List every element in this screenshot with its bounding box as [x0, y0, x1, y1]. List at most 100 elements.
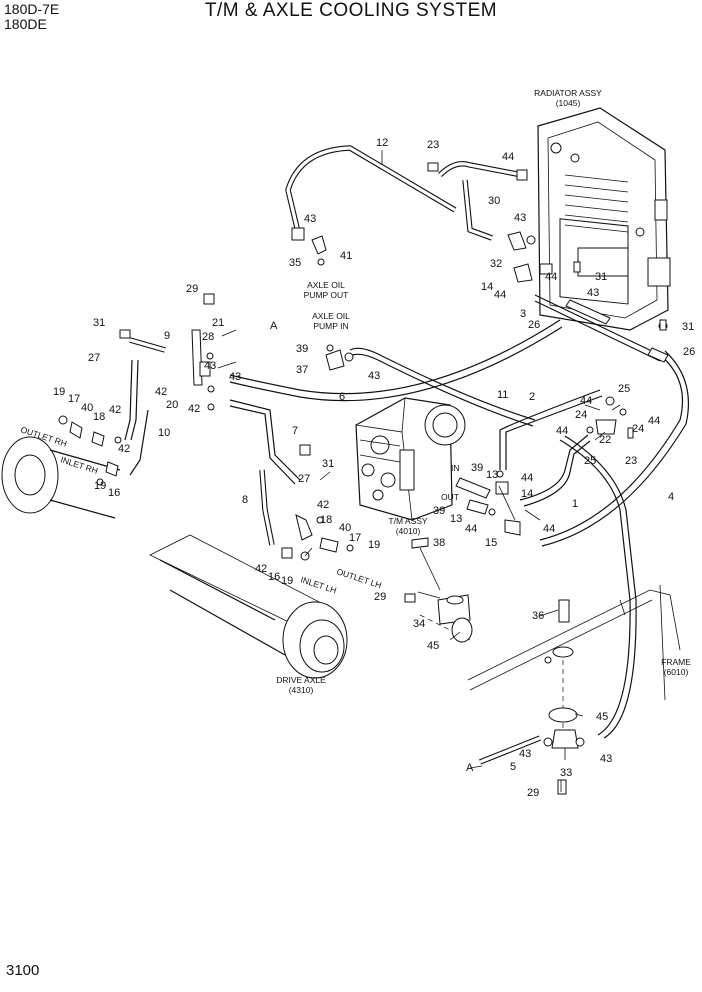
callout-24: 24	[632, 423, 644, 435]
callout-26: 26	[683, 346, 695, 358]
callout-18: 18	[93, 411, 105, 423]
callout-43: 43	[587, 287, 599, 299]
callout-3: 3	[520, 308, 526, 320]
callout-14: 14	[521, 488, 533, 500]
svg-text:INLET LH: INLET LH	[299, 574, 337, 595]
callout-24: 24	[575, 409, 587, 421]
callout-43: 43	[514, 212, 526, 224]
model-number-secondary: 180DE	[4, 16, 47, 32]
callout-10: 10	[158, 427, 170, 439]
callout-44: 44	[556, 425, 568, 437]
callout-31: 31	[93, 317, 105, 329]
leader-lines	[217, 150, 621, 792]
callout-41: 41	[340, 250, 352, 262]
ref-a-lower: A	[466, 762, 474, 774]
pipe-1	[519, 434, 591, 507]
fittings	[58, 162, 669, 795]
callout-44: 44	[580, 395, 592, 407]
callout-42: 42	[155, 386, 167, 398]
callout-44: 44	[648, 415, 660, 427]
callout-44: 44	[521, 472, 533, 484]
callout-19: 19	[281, 575, 293, 587]
drive-axle-caption-2: (4310)	[289, 685, 314, 695]
callout-44: 44	[494, 289, 506, 301]
pipe-6	[229, 319, 563, 402]
callout-8: 8	[242, 494, 248, 506]
callout-29: 29	[374, 591, 386, 603]
callout-43: 43	[600, 753, 612, 765]
callout-13: 13	[486, 469, 498, 481]
callout-43: 43	[204, 360, 216, 372]
callout-19: 19	[53, 386, 65, 398]
callout-42: 42	[109, 404, 121, 416]
callout-43: 43	[229, 371, 241, 383]
radiator-assy	[537, 107, 671, 331]
callout-42: 42	[118, 443, 130, 455]
callout-17: 17	[68, 393, 80, 405]
callout-43: 43	[519, 748, 531, 760]
hose-9-10	[124, 337, 166, 476]
callout-43: 43	[304, 213, 316, 225]
callout-6: 6	[339, 391, 345, 403]
callout-44: 44	[502, 151, 514, 163]
port-in-label: IN	[451, 463, 460, 473]
callout-43: 43	[368, 370, 380, 382]
hose-12	[285, 145, 457, 233]
callout-39: 39	[471, 462, 483, 474]
port-out-label: OUT	[441, 492, 459, 502]
callout-23: 23	[625, 455, 637, 467]
callout-36: 36	[532, 610, 544, 622]
callout-34: 34	[413, 618, 425, 630]
callout-37: 37	[296, 364, 308, 376]
model-number-primary: 180D-7E	[4, 1, 60, 17]
callouts: 12 23 44 30 43 43 35 41 32 44 31 14 44 4…	[53, 137, 695, 799]
callout-45: 45	[596, 711, 608, 723]
callout-11: 11	[497, 389, 508, 401]
callout-4: 4	[668, 491, 674, 503]
drive-axle-caption-1: DRIVE AXLE	[276, 675, 326, 685]
svg-text:INLET RH: INLET RH	[59, 454, 99, 475]
callout-42: 42	[188, 403, 200, 415]
callout-27: 27	[298, 473, 310, 485]
tm-assy-caption-2: (4010)	[396, 526, 421, 536]
callout-31: 31	[682, 321, 694, 333]
callout-7: 7	[292, 425, 298, 437]
captions: RADIATOR ASSY (1045) AXLE OIL PUMP OUT A…	[270, 88, 691, 774]
hose-30	[438, 161, 523, 241]
drive-axle: OUTLET RH INLET RH INLET LH OUTLET LH	[1, 424, 383, 679]
radiator-caption-1: RADIATOR ASSY	[534, 88, 602, 98]
callout-29: 29	[527, 787, 539, 799]
callout-27: 27	[88, 352, 100, 364]
callout-21: 21	[212, 317, 224, 329]
callout-40: 40	[339, 522, 351, 534]
callout-42: 42	[255, 563, 267, 575]
callout-44: 44	[545, 271, 557, 283]
callout-17: 17	[349, 532, 361, 544]
callout-15: 15	[485, 537, 497, 549]
callout-39: 39	[433, 505, 445, 517]
callout-16: 16	[108, 487, 120, 499]
callout-26: 26	[528, 319, 540, 331]
callout-45: 45	[427, 640, 439, 652]
pump-in-caption-2: PUMP IN	[313, 321, 348, 331]
callout-22: 22	[599, 434, 611, 446]
callout-32: 32	[490, 258, 502, 270]
callout-20: 20	[166, 399, 178, 411]
suction-pipe-5	[478, 435, 637, 765]
pipe-4	[539, 350, 689, 547]
callout-38: 38	[433, 537, 445, 549]
pump-out-caption-2: PUMP OUT	[304, 290, 349, 300]
callout-9: 9	[164, 330, 170, 342]
callout-31: 31	[322, 458, 334, 470]
svg-text:OUTLET LH: OUTLET LH	[335, 566, 382, 590]
radiator-caption-2: (1045)	[556, 98, 581, 108]
callout-13: 13	[450, 513, 462, 525]
frame-caption-1: FRAME	[661, 657, 691, 667]
pump-in-caption-1: AXLE OIL	[312, 311, 350, 321]
callout-44: 44	[543, 523, 555, 535]
callout-25: 25	[618, 383, 630, 395]
ref-a-upper: A	[270, 320, 278, 332]
callout-31: 31	[595, 271, 607, 283]
pipe-3	[534, 294, 661, 362]
